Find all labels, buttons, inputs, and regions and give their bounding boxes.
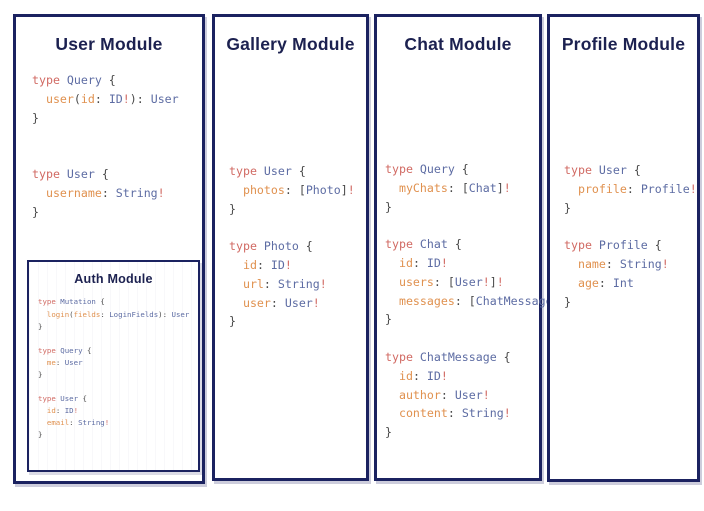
module-card-auth[interactable]: Auth Module type Mutation { login(fields… — [27, 260, 200, 472]
module-card-user[interactable]: User Module type Query { user(id: ID!): … — [13, 14, 205, 484]
module-title-profile: Profile Module — [561, 34, 686, 54]
schema-code-gallery: type User { photos: [Photo]! } type Phot… — [229, 164, 355, 329]
module-title-user: User Module — [55, 34, 163, 54]
schema-code-user: type Query { user(id: ID!): User } type … — [32, 73, 179, 219]
schema-code-chat: type Query { myChats: [Chat]! } type Cha… — [385, 162, 567, 440]
module-title-auth: Auth Module — [74, 272, 153, 286]
module-card-gallery[interactable]: Gallery Module type User { photos: [Phot… — [212, 14, 369, 481]
module-card-chat[interactable]: Chat Module type Query { myChats: [Chat]… — [374, 14, 567, 481]
module-title-chat: Chat Module — [404, 34, 512, 54]
schema-code-auth: type Mutation { login(fields: LoginField… — [38, 297, 190, 440]
schema-code-profile: type User { profile: Profile! } type Pro… — [564, 163, 697, 309]
module-card-profile[interactable]: Profile Module type User { profile: Prof… — [547, 14, 700, 482]
module-title-gallery: Gallery Module — [226, 34, 355, 54]
